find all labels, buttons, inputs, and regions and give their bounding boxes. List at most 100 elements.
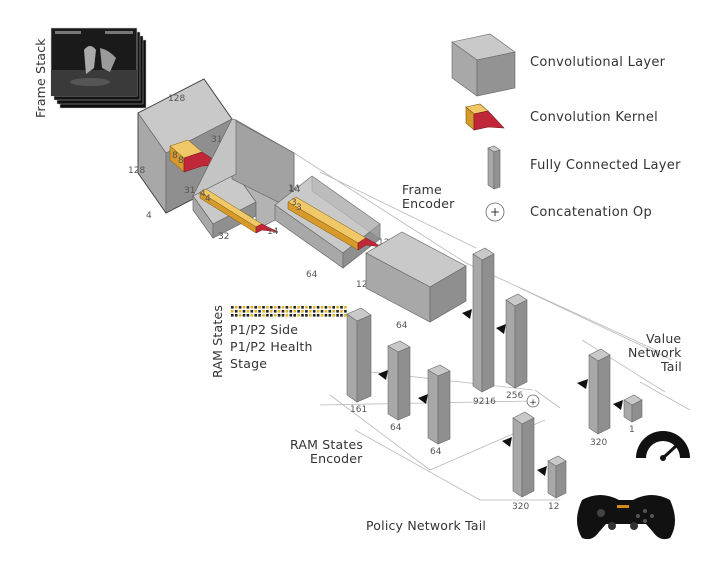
ram-dot — [340, 310, 343, 313]
ram-dot — [254, 314, 257, 317]
ram-dot — [297, 306, 300, 309]
ram-dot — [312, 306, 316, 309]
ram-dot — [258, 306, 261, 309]
ram-dot — [340, 306, 343, 309]
value-tail-label-2: Network — [628, 345, 682, 360]
ram-dot — [238, 314, 242, 317]
ram-item-side: P1/P2 Side — [230, 322, 298, 337]
ram-dot — [262, 306, 265, 309]
value-tail-label-1: Value — [646, 331, 681, 346]
fc-layer-161 — [346, 307, 372, 403]
ram-dot — [277, 310, 281, 313]
ram-dot — [238, 310, 242, 313]
ram-dot — [231, 314, 234, 317]
fc-1-dim: 1 — [629, 425, 635, 435]
ram-dot — [266, 310, 269, 313]
gauge-icon — [636, 431, 690, 461]
ram-dot — [324, 310, 328, 313]
conv2-depth-dim: 32 — [218, 232, 229, 242]
kernel3-dim-a: 14 — [289, 185, 301, 195]
fc-layer-12 — [547, 455, 567, 499]
ram-dot — [328, 314, 332, 317]
ram-dot — [234, 310, 238, 313]
ram-dot — [254, 306, 257, 309]
ram-dot — [328, 306, 332, 309]
legend-fc-layer-icon — [487, 145, 501, 190]
ram-dot — [242, 306, 246, 309]
ram-dot — [316, 314, 320, 317]
ram-dot — [234, 306, 238, 309]
ram-dot — [258, 310, 261, 313]
ram-dot — [273, 310, 277, 313]
legend-conv-layer-label: Convolutional Layer — [530, 55, 666, 70]
conv1-left-dim: 128 — [128, 166, 145, 176]
ram-state-dots — [231, 306, 347, 317]
ram-dot — [344, 306, 347, 309]
ram-dot — [254, 310, 257, 313]
ram-dot — [324, 314, 328, 317]
ram-encoder-label-1: RAM States — [290, 437, 363, 452]
fc-64a-dim: 64 — [390, 423, 402, 433]
ram-dot — [316, 306, 320, 309]
ram-dot — [344, 310, 347, 313]
ram-dot — [309, 310, 312, 313]
kernel2-dim-b: 4 — [205, 194, 211, 204]
ram-dot — [250, 314, 254, 317]
fc-161-dim: 161 — [350, 405, 367, 415]
ram-dot — [332, 306, 335, 309]
ram-dot — [301, 306, 304, 309]
ram-dot — [293, 306, 296, 309]
conv-kernel-2 — [199, 188, 279, 234]
ram-dot — [246, 306, 250, 309]
kernel1-out-a: 31 — [211, 135, 222, 145]
fc-layer-320-policy — [512, 411, 535, 498]
frame-stack-images — [50, 27, 147, 109]
fc-layer-256 — [505, 293, 528, 389]
ram-dot — [305, 314, 308, 317]
ram-dot — [332, 314, 335, 317]
ram-dot — [344, 314, 347, 317]
ram-encoder-label-2: Encoder — [310, 451, 363, 466]
ram-dot — [242, 310, 246, 313]
ram-dot — [336, 306, 339, 309]
ram-dot — [320, 310, 324, 313]
ram-dot — [297, 314, 300, 317]
ram-dot — [336, 314, 339, 317]
ram-item-stage: Stage — [230, 356, 267, 371]
ram-dot — [250, 306, 254, 309]
ram-dot — [258, 314, 261, 317]
fc-9216-dim: 9216 — [473, 397, 496, 407]
ram-dot — [312, 314, 316, 317]
ram-dot — [270, 314, 273, 317]
ram-dot — [266, 306, 269, 309]
ram-dot — [246, 310, 250, 313]
ram-dot — [262, 310, 265, 313]
ram-dot — [285, 314, 289, 317]
legend-concat-op-label: Concatenation Op — [530, 205, 652, 220]
ram-dot — [328, 310, 332, 313]
ram-dot — [285, 306, 289, 309]
fc-64b-dim: 64 — [430, 447, 442, 457]
ram-states-label: RAM States — [210, 305, 225, 378]
legend: Convolutional Layer Convolution Kernel F… — [451, 33, 681, 222]
ram-dot — [246, 314, 250, 317]
ram-dot — [231, 306, 234, 309]
kernel3-out-b: 12 — [356, 280, 367, 290]
ram-dot — [309, 314, 312, 317]
ram-dot — [289, 314, 293, 317]
frame-encoder-label-2: Encoder — [402, 196, 455, 211]
ram-dot — [266, 314, 269, 317]
fc-layer-64b — [427, 364, 451, 445]
fc-layer-320-value — [588, 348, 611, 435]
ram-dot — [289, 310, 293, 313]
kernel2-dim-a: 4 — [200, 189, 206, 199]
fc-layer-1 — [623, 394, 643, 423]
ram-dot — [277, 314, 281, 317]
ram-dot — [273, 314, 277, 317]
ram-dot — [270, 310, 273, 313]
ram-dot — [312, 310, 316, 313]
ram-dot — [316, 310, 320, 313]
ram-dot — [301, 314, 304, 317]
fc-layer-64a — [387, 340, 411, 421]
